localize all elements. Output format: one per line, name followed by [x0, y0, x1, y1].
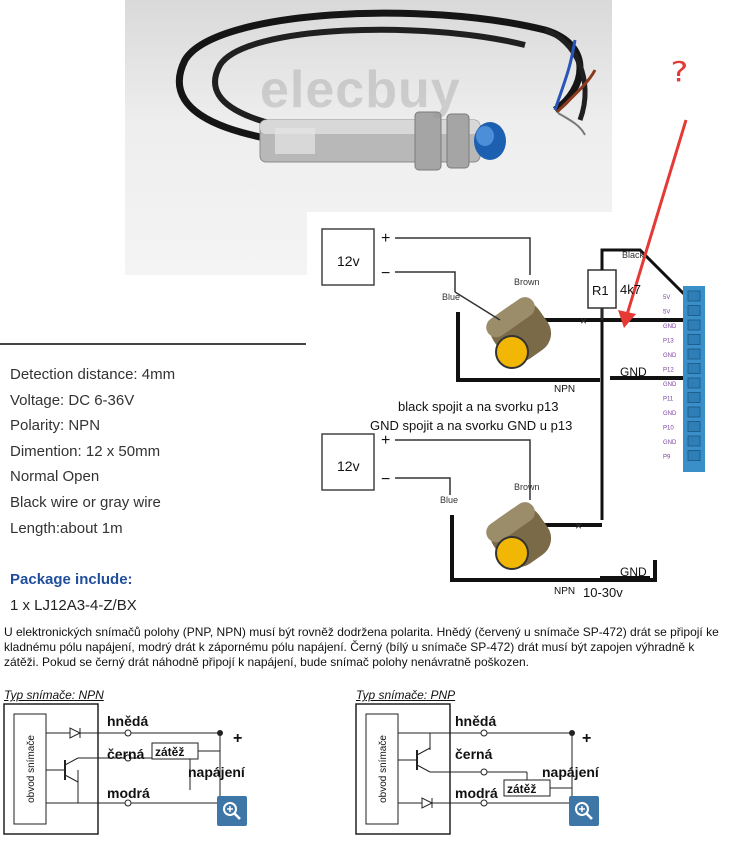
terminal-label: P11	[663, 397, 674, 403]
photo-watermark: elecbuy	[260, 61, 461, 119]
svg-text:×: ×	[575, 519, 582, 533]
npn-zoom-button[interactable]	[217, 796, 247, 826]
sensor-photo-illustration	[175, 9, 597, 171]
section-divider	[0, 343, 306, 345]
npn-label-bottom: NPN	[554, 586, 575, 597]
pnp-zoom-button[interactable]	[569, 796, 599, 826]
terminal-label: GND	[663, 440, 677, 446]
gnd-label-top: GND	[620, 365, 647, 379]
note-gnd: GND spojit a na svorku GND u p13	[370, 418, 572, 433]
svg-text:hnědá: hnědá	[107, 713, 148, 729]
svg-text:−: −	[381, 265, 390, 282]
svg-text:zátěž: zátěž	[507, 782, 536, 796]
red-arrow	[624, 119, 688, 319]
terminal-screw	[687, 363, 701, 374]
package-title: Package include:	[10, 571, 133, 588]
spec-line: Normal Open	[10, 468, 100, 486]
svg-text:černá: černá	[455, 746, 493, 762]
black-label: Black	[622, 250, 645, 260]
terminal-screw	[687, 406, 701, 418]
terminal-screw	[687, 392, 701, 403]
svg-text:+: +	[582, 730, 591, 747]
supply-bottom-label: 12v	[337, 458, 360, 474]
terminal-label: GND	[663, 382, 677, 388]
terminal-screw	[687, 435, 701, 447]
terminal-screw	[687, 377, 701, 389]
svg-text:napájení: napájení	[188, 764, 246, 780]
svg-text:obvod snímače: obvod snímače	[26, 735, 37, 803]
gnd-label-bottom: GND	[620, 565, 647, 579]
terminal-label: 5V	[663, 295, 670, 301]
terminal-screw	[687, 348, 701, 360]
note-black: black spojit a na svorku p13	[398, 399, 558, 414]
npn-caption: Typ snímače: NPN	[4, 688, 104, 702]
brown-label-top: Brown	[514, 277, 540, 287]
zoom-in-icon	[223, 802, 241, 820]
terminal-screw	[687, 450, 701, 461]
terminal-label: P9	[663, 455, 671, 461]
svg-text:modrá: modrá	[107, 785, 150, 801]
spec-line: Polarity: NPN	[10, 417, 101, 435]
terminal-label: P10	[663, 426, 674, 432]
svg-text:×: ×	[580, 314, 587, 328]
terminal-label: GND	[663, 411, 677, 417]
voltage-range: 10-30v	[583, 585, 623, 600]
question-mark: ?	[670, 55, 689, 88]
svg-text:−: −	[381, 471, 390, 488]
svg-text:modrá: modrá	[455, 785, 498, 801]
terminal-screw	[687, 319, 701, 331]
terminal-label: 5V	[663, 310, 670, 316]
r1-label: R1	[592, 283, 609, 298]
terminal-label: GND	[663, 324, 677, 330]
terminal-screw	[687, 305, 701, 316]
terminal-screw	[687, 290, 701, 302]
description-text: U elektronických snímačů polohy (PNP, NP…	[4, 625, 719, 669]
r1-value: 4k7	[620, 282, 641, 297]
pnp-caption: Typ snímače: PNP	[356, 688, 456, 702]
terminal-screw	[687, 334, 701, 345]
zoom-in-icon	[575, 802, 593, 820]
terminal-label: GND	[663, 353, 677, 359]
spec-line: Dimention: 12 x 50mm	[10, 442, 161, 460]
brown-label-bottom: Brown	[514, 482, 540, 492]
supply-box-top	[321, 228, 375, 286]
spec-line: Length:about 1m	[10, 519, 123, 537]
svg-text:+: +	[381, 432, 390, 449]
spec-line: Black wire or gray wire	[10, 494, 161, 511]
svg-text:hnědá: hnědá	[455, 713, 496, 729]
svg-text:obvod snímače: obvod snímače	[378, 735, 389, 803]
terminal-label: P12	[663, 368, 674, 374]
npn-label-top: NPN	[554, 384, 575, 395]
terminal-label: P13	[663, 339, 674, 345]
svg-text:černá: černá	[107, 746, 145, 762]
svg-text:napájení: napájení	[542, 764, 600, 780]
spec-line: Voltage: DC 6-36V	[10, 391, 135, 409]
supply-box-bottom	[321, 433, 375, 491]
svg-text:+: +	[233, 730, 242, 747]
supply-top-label: 12v	[337, 253, 360, 269]
package-item: 1 x LJ12A3-4-Z/BX	[10, 597, 137, 614]
terminal-screw	[687, 421, 701, 432]
spec-line: Detection distance: 4mm	[10, 366, 176, 383]
npn-diagram: obvod snímače hnědá černá zátěž modrá na…	[3, 703, 246, 835]
blue-label-bottom: Blue	[440, 495, 458, 505]
svg-text:+: +	[381, 230, 390, 247]
blue-label-top: Blue	[442, 292, 460, 302]
svg-text:zátěž: zátěž	[155, 745, 184, 759]
pnp-diagram: obvod snímače hnědá černá zátěž modrá na…	[355, 703, 600, 835]
